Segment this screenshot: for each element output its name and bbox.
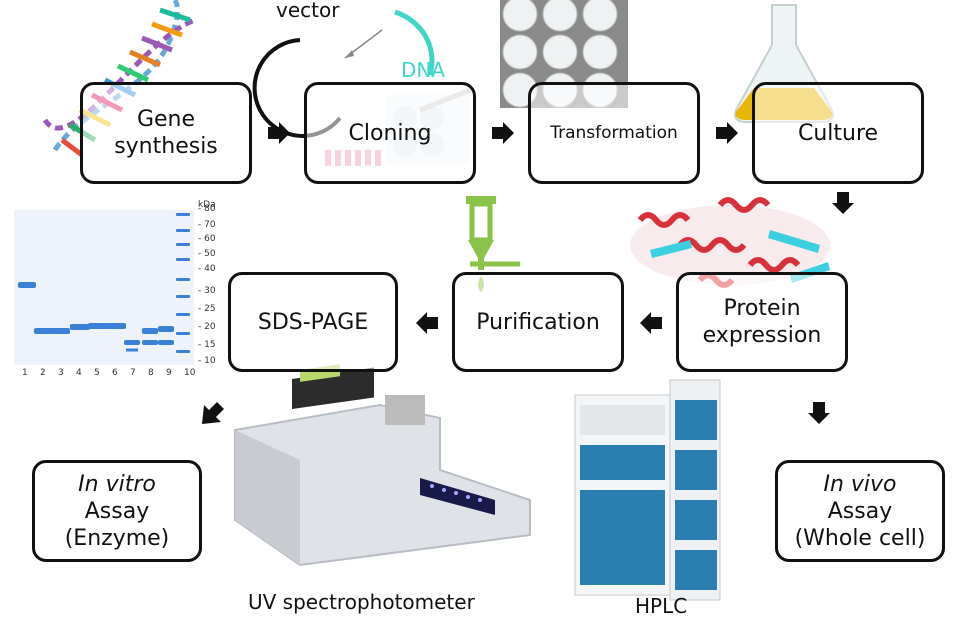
gel-marker-label: - 25 [198,304,216,314]
purification-box: Purification [452,272,624,372]
gene-synthesis-box: Gene synthesis [80,82,252,184]
in-vivo-line1: In vivo [823,471,897,497]
culture-box: Culture [752,82,924,184]
sds-page-gel-illustration [14,210,194,365]
gel-lane-label: 7 [130,368,136,378]
gel-lane-label: 2 [40,368,46,378]
arrow-left-icon [416,312,438,334]
in-vivo-line2: Assay [827,498,893,524]
gel-marker-label: - 15 [198,340,216,350]
sds-page-box: SDS-PAGE [228,272,398,372]
gel-marker-label: - 70 [198,220,216,230]
protein-expression-line2: expression [702,323,822,348]
sds-page-label: SDS-PAGE [257,309,369,335]
transformation-label: Transformation [550,122,678,143]
arrow-down-icon [832,192,854,214]
hplc-illustration [574,379,721,601]
vector-label: vector [276,0,340,22]
gel-marker-label: - 60 [198,234,216,244]
gel-lane-label: 6 [112,368,118,378]
cloning-box: Cloning [304,82,476,184]
protein-expression-box: Protein expression [676,272,848,372]
arrow-down-icon [808,402,830,424]
gel-lane-label: 5 [94,368,100,378]
hplc-caption: HPLC [635,594,688,618]
gene-synthesis-line2: synthesis [114,134,218,159]
purification-label: Purification [476,309,600,335]
gel-marker-label: - 50 [198,249,216,259]
filter-column-illustration [466,196,520,292]
arrow-right-icon [492,122,514,144]
gel-lane-label: 3 [58,368,64,378]
in-vitro-assay-box: In vitro Assay (Enzyme) [32,460,202,562]
gel-marker-label: - 20 [198,322,216,332]
arrow-down-left-icon [202,402,224,424]
gel-lane-label: 8 [148,368,154,378]
arrow-left-icon [640,312,662,334]
protein-expression-line1: Protein [723,296,801,321]
gel-marker-label: - 80 [198,204,216,214]
dna-label: DNA [401,58,446,82]
gel-unit-label: kDa [198,200,216,210]
in-vivo-line3: (Whole cell) [794,525,926,551]
arrow-right-icon [716,122,738,144]
in-vitro-line3: (Enzyme) [64,525,170,551]
gel-marker-label: - 30 [198,286,216,296]
in-vitro-line2: Assay [84,498,150,524]
gel-lane-label: 10 [184,368,196,378]
in-vitro-line1: In vitro [78,471,156,497]
uv-spectrophotometer-illustration [234,364,531,567]
gel-marker-label: - 40 [198,264,216,274]
gene-synthesis-line1: Gene [136,107,196,132]
gel-lane-label: 9 [166,368,172,378]
uv-spectrophotometer-caption: UV spectrophotometer [248,590,475,614]
transformation-box: Transformation [528,82,700,184]
gel-lane-label: 4 [76,368,82,378]
in-vivo-assay-box: In vivo Assay (Whole cell) [775,460,945,562]
arrow-right-icon [268,122,290,144]
gel-lane-label: 1 [22,368,28,378]
gel-marker-label: - 10 [198,356,216,366]
cloning-label: Cloning [348,120,432,146]
culture-label: Culture [797,120,879,146]
